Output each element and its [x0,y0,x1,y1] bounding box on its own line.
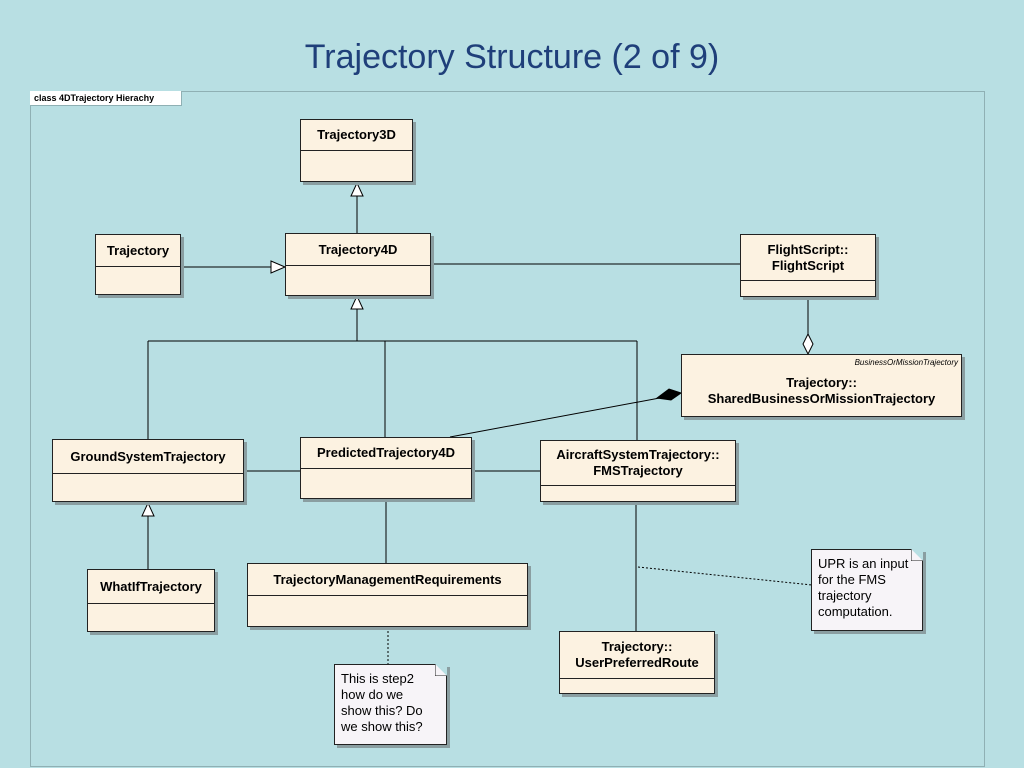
note-step2[interactable]: This is step2 how do we show this? Do we… [334,664,447,745]
class-tmr-name: TrajectoryManagementRequirements [248,564,527,596]
note-upr-line: UPR is an input [818,556,909,571]
class-aircraft-fms[interactable]: AircraftSystemTrajectory:: FMSTrajectory [540,440,736,502]
aggregation-diamond [802,332,814,356]
note-fold-icon [911,549,923,561]
class-tmr[interactable]: TrajectoryManagementRequirements [247,563,528,627]
class-trajectory-name: Trajectory [96,235,180,267]
class-ground-system[interactable]: GroundSystemTrajectory [52,439,244,502]
class-flightscript[interactable]: FlightScript:: FlightScript [740,234,876,297]
class-trajectory3d-name: Trajectory3D [301,120,412,151]
slide-title: Trajectory Structure (2 of 9) [304,38,720,76]
class-whatif[interactable]: WhatIfTrajectory [87,569,215,632]
class-trajectory3d[interactable]: Trajectory3D [300,119,413,182]
gen-whatif-arrow [141,501,155,517]
note-fold-icon [435,664,447,676]
class-predicted4d[interactable]: PredictedTrajectory4D [300,437,472,499]
note-upr-input[interactable]: UPR is an input for the FMS trajectory c… [811,549,923,631]
diagram-frame [30,91,985,767]
class-flightscript-line1: FlightScript:: [767,241,849,257]
note-upr-line: trajectory [818,588,872,603]
gen-4d-to-3d-arrow [350,181,364,197]
class-flightscript-name: FlightScript:: FlightScript [741,235,875,281]
class-shared-line2: SharedBusinessOrMissionTrajectory [707,391,936,406]
class-shared-stereotype: BusinessOrMissionTrajectory [854,358,958,367]
class-upr-line1: Trajectory:: [601,639,673,654]
note-link-upr [637,566,813,586]
class-upr[interactable]: Trajectory:: UserPreferredRoute [559,631,715,694]
class-upr-line2: UserPreferredRoute [575,655,699,670]
class-whatif-name: WhatIfTrajectory [88,570,214,604]
class-predicted4d-name: PredictedTrajectory4D [301,438,471,469]
note-step2-line: show this? Do [341,703,423,718]
class-aircraft-line1: AircraftSystemTrajectory:: [556,447,720,462]
diagram-frame-label: class 4DTrajectory Hierachy [30,91,182,106]
class-trajectory[interactable]: Trajectory [95,234,181,295]
class-ground-system-name: GroundSystemTrajectory [53,440,243,474]
class-shared-name: Trajectory:: SharedBusinessOrMissionTraj… [682,355,961,417]
class-upr-name: Trajectory:: UserPreferredRoute [560,632,714,679]
note-upr-line: computation. [818,604,893,619]
gen-tree-arrow [350,294,364,310]
composition-diamond [655,388,683,401]
note-upr-line: for the FMS [818,572,886,587]
class-aircraft-fms-name: AircraftSystemTrajectory:: FMSTrajectory [541,441,735,486]
composition-line [449,396,666,438]
note-step2-line: how do we [341,687,404,702]
class-aircraft-line2: FMSTrajectory [593,463,683,478]
class-trajectory4d-name: Trajectory4D [286,234,430,266]
note-step2-line: we show this? [341,719,423,734]
class-shared-business[interactable]: BusinessOrMissionTrajectory Trajectory::… [681,354,962,417]
class-shared-line1: Trajectory:: [786,375,857,390]
gen-traj-to-4d-arrow [270,260,287,274]
class-trajectory4d[interactable]: Trajectory4D [285,233,431,296]
note-step2-line: This is step2 [341,671,414,686]
class-flightscript-line2: FlightScript [771,257,845,273]
